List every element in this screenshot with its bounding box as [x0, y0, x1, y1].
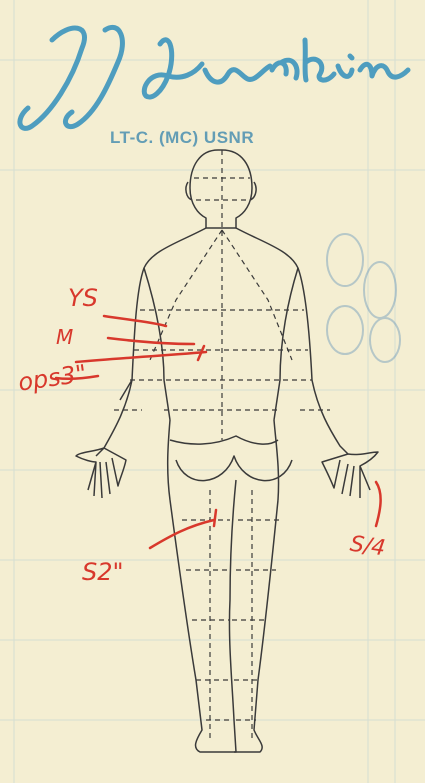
s14-pointer-line	[376, 482, 381, 526]
m-pointer-line	[108, 338, 194, 344]
s2-tick	[214, 510, 216, 526]
annotation-m: M	[56, 325, 73, 349]
annotation-ys: YS	[68, 284, 98, 312]
head-outline	[190, 150, 252, 228]
ops-pointer-line	[76, 352, 206, 362]
annotation-s2: S2"	[82, 558, 124, 586]
stamp-rank-text: LT-C. (MC) USNR	[110, 128, 254, 148]
s2-pointer-line	[150, 520, 214, 548]
signature	[20, 27, 408, 128]
legs-outline	[170, 480, 236, 752]
background-stamp-marks	[327, 234, 400, 362]
annotation-s14: S/4	[348, 532, 387, 562]
